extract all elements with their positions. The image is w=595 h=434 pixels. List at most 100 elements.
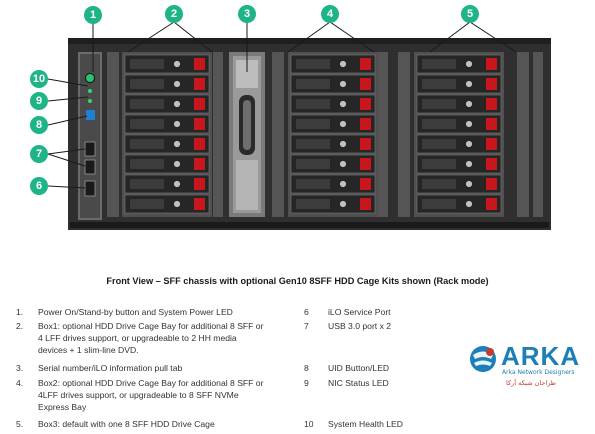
drive-sled[interactable]: [124, 94, 210, 114]
legend-item: 5.Box3: default with one 8 SFF HDD Drive…: [16, 419, 306, 431]
drive-led-icon: [173, 60, 181, 68]
drive-sled[interactable]: [290, 154, 376, 174]
power-button-icon[interactable]: [85, 73, 95, 83]
drive-latch-icon[interactable]: [360, 118, 371, 130]
drive-latch-icon[interactable]: [360, 58, 371, 70]
drive-latch-icon[interactable]: [194, 118, 205, 130]
figure-caption: Front View – SFF chassis with optional G…: [106, 276, 489, 286]
drive-led-icon: [339, 60, 347, 68]
drive-latch-icon[interactable]: [486, 138, 497, 150]
drive-sled[interactable]: [290, 94, 376, 114]
legend-text: devices + 1 slim-line DVD.: [38, 345, 139, 355]
callout-3: 3: [238, 5, 256, 23]
drive-led-icon: [465, 200, 473, 208]
callout-2: 2: [165, 5, 183, 23]
drive-sled[interactable]: [416, 94, 502, 114]
drive-latch-icon[interactable]: [360, 158, 371, 170]
drive-latch-icon[interactable]: [194, 98, 205, 110]
legend-item: 4 LFF drives support, or upgradeable to …: [16, 333, 306, 345]
drive-latch-icon[interactable]: [194, 58, 205, 70]
drive-led-icon: [173, 180, 181, 188]
drive-sled[interactable]: [290, 114, 376, 134]
health-led-icon: [88, 89, 92, 93]
drive-sled[interactable]: [416, 114, 502, 134]
drive-latch-icon[interactable]: [194, 78, 205, 90]
drive-led-icon: [339, 120, 347, 128]
drive-latch-icon[interactable]: [486, 178, 497, 190]
drive-latch-icon[interactable]: [486, 98, 497, 110]
legend-number: 9: [304, 378, 309, 388]
drive-led-icon: [173, 160, 181, 168]
drive-latch-icon[interactable]: [360, 178, 371, 190]
drive-cage-box2: [288, 52, 378, 217]
drive-latch-icon[interactable]: [194, 138, 205, 150]
drive-sled[interactable]: [124, 54, 210, 74]
legend-item: 1.Power On/Stand-by button and System Po…: [16, 307, 306, 319]
drive-sled[interactable]: [416, 174, 502, 194]
drive-sled[interactable]: [290, 74, 376, 94]
legend-text: Express Bay: [38, 402, 87, 412]
callout-4: 4: [321, 5, 339, 23]
drive-latch-icon[interactable]: [360, 198, 371, 210]
drive-sled[interactable]: [416, 74, 502, 94]
drive-latch-icon[interactable]: [486, 198, 497, 210]
drive-sled[interactable]: [290, 134, 376, 154]
drive-sled[interactable]: [124, 74, 210, 94]
drive-latch-icon[interactable]: [194, 178, 205, 190]
callout-7: 7: [30, 145, 48, 163]
drive-led-icon: [465, 160, 473, 168]
drive-latch-icon[interactable]: [486, 158, 497, 170]
legend-item: 2.Box1: optional HDD Drive Cage Bay for …: [16, 321, 306, 333]
drive-latch-icon[interactable]: [194, 158, 205, 170]
legend-number: 6: [304, 307, 309, 317]
legend-text: USB 3.0 port x 2: [328, 321, 392, 331]
drive-led-icon: [339, 160, 347, 168]
drive-latch-icon[interactable]: [486, 118, 497, 130]
drive-sled[interactable]: [416, 54, 502, 74]
drive-led-icon: [465, 140, 473, 148]
legend-text: iLO Service Port: [328, 307, 391, 317]
legend-text: 4LFF drives support, or upgradeable to 8…: [38, 390, 239, 400]
drive-sled[interactable]: [290, 54, 376, 74]
uid-button-icon[interactable]: [86, 110, 95, 120]
drive-latch-icon[interactable]: [486, 78, 497, 90]
drive-sled[interactable]: [416, 134, 502, 154]
legend-text: UID Button/LED: [328, 363, 390, 373]
drive-sled[interactable]: [124, 194, 210, 214]
usb-port-2-icon[interactable]: [84, 159, 96, 175]
legend-number: 4.: [16, 378, 24, 388]
legend-item: 4. Box2: optional HDD Drive Cage Bay for …: [16, 378, 306, 390]
drive-sled[interactable]: [124, 154, 210, 174]
drive-sled[interactable]: [290, 194, 376, 214]
drive-sled[interactable]: [416, 154, 502, 174]
drive-latch-icon[interactable]: [360, 78, 371, 90]
logo-persian: طراحان شبکه آرکا: [506, 379, 556, 387]
drive-sled[interactable]: [124, 134, 210, 154]
ilo-pull-tab[interactable]: [229, 52, 265, 217]
legend-number: 2.: [16, 321, 24, 331]
logo-wordmark: ARKA: [501, 341, 581, 371]
legend-text: NIC Status LED: [328, 378, 389, 388]
ilo-service-port-icon[interactable]: [84, 180, 96, 197]
drive-latch-icon[interactable]: [360, 138, 371, 150]
drive-sled[interactable]: [416, 194, 502, 214]
drive-sled[interactable]: [124, 114, 210, 134]
drive-latch-icon[interactable]: [486, 58, 497, 70]
drive-latch-icon[interactable]: [194, 198, 205, 210]
drive-cage-box3: [414, 52, 504, 217]
callout-10: 10: [30, 70, 48, 88]
legend-item: 3.Serial number/iLO information pull tab: [16, 363, 306, 375]
usb-port-1-icon[interactable]: [84, 141, 96, 157]
legend-text: Power On/Stand-by button and System Powe…: [38, 307, 233, 317]
drive-led-icon: [465, 60, 473, 68]
drive-latch-icon[interactable]: [360, 98, 371, 110]
front-control-panel: [78, 52, 102, 220]
legend-text: Box2: optional HDD Drive Cage Bay for ad…: [38, 378, 264, 388]
drive-sled[interactable]: [290, 174, 376, 194]
callout-1: 1: [84, 6, 102, 24]
legend-item: 4LFF drives support, or upgradeable to 8…: [16, 390, 306, 402]
logo-subtitle: Arka Network Designers: [502, 369, 575, 376]
drive-sled[interactable]: [124, 174, 210, 194]
